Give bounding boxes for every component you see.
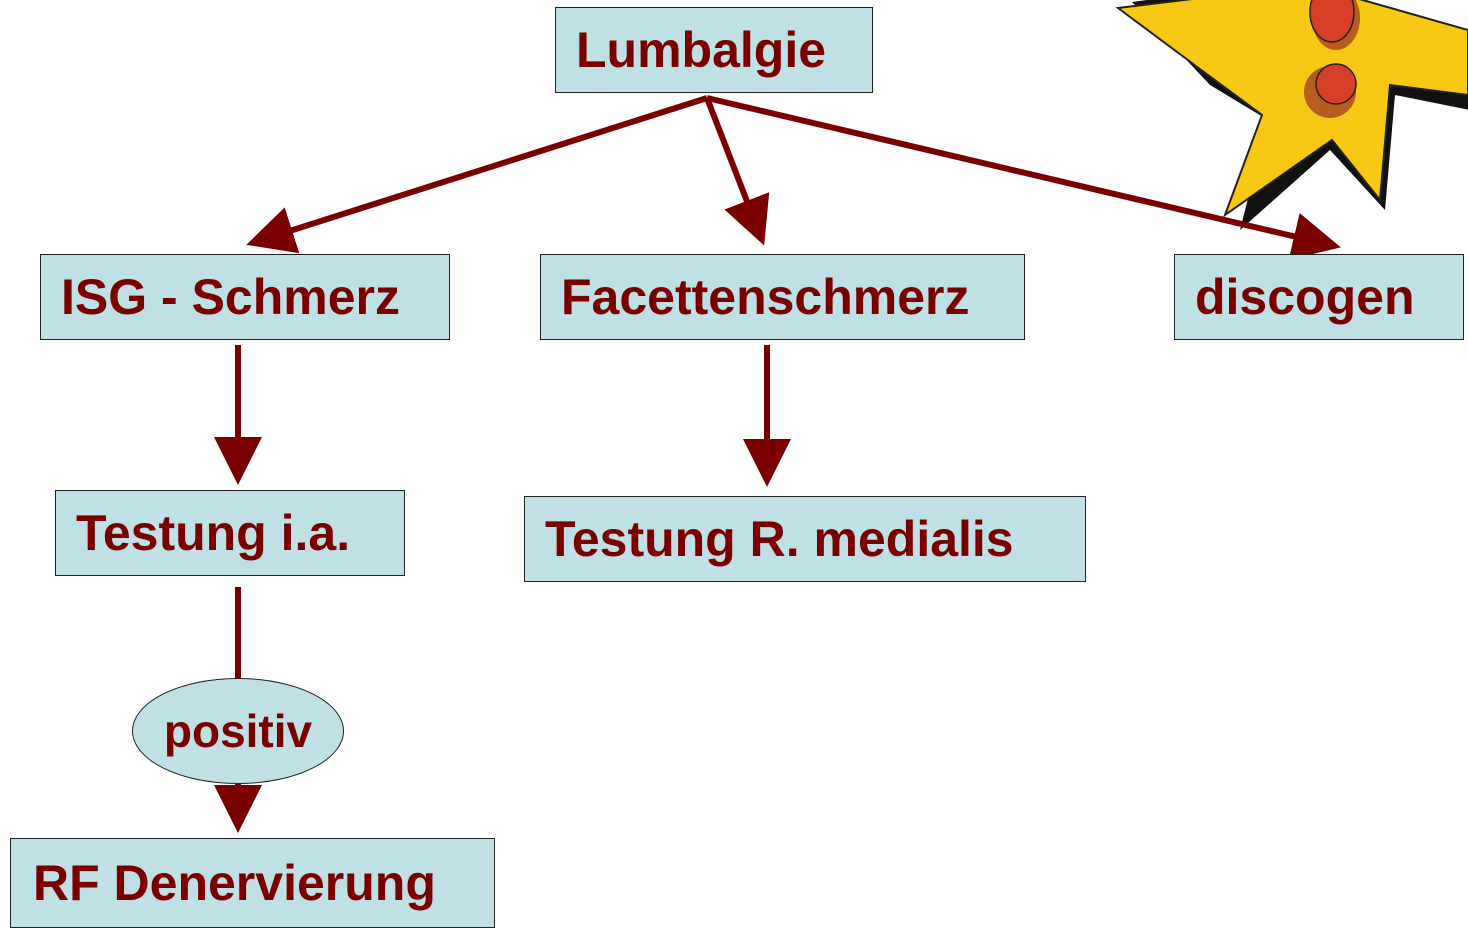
starburst-body [1115,0,1468,218]
node-rf-denervierung-label: RF Denervierung [33,855,436,911]
node-discogen: discogen [1174,254,1464,340]
exclamation-dot [1315,63,1357,105]
arrow-lumbalgie-facetten [704,96,770,246]
node-testung-ia-label: Testung i.a. [76,505,351,561]
node-rf-denervierung: RF Denervierung [10,838,495,928]
node-positiv: positiv [132,678,344,784]
node-testung-ia: Testung i.a. [55,490,405,576]
arrow-lumbalgie-isg [246,95,708,254]
node-facettenschmerz-label: Facettenschmerz [561,269,970,325]
arrow-lumbalgie-discogen [706,95,1341,260]
node-discogen-label: discogen [1195,269,1415,325]
node-lumbalgie: Lumbalgie [555,7,873,93]
node-testung-r-medialis: Testung R. medialis [524,496,1086,582]
node-facettenschmerz: Facettenschmerz [540,254,1025,340]
node-positiv-label: positiv [163,705,313,757]
node-lumbalgie-label: Lumbalgie [576,22,827,78]
exclamation-bar-front [1309,0,1355,43]
node-isg-schmerz-label: ISG - Schmerz [61,269,400,325]
node-testung-r-medialis-label: Testung R. medialis [545,511,1014,567]
node-isg-schmerz: ISG - Schmerz [40,254,450,340]
